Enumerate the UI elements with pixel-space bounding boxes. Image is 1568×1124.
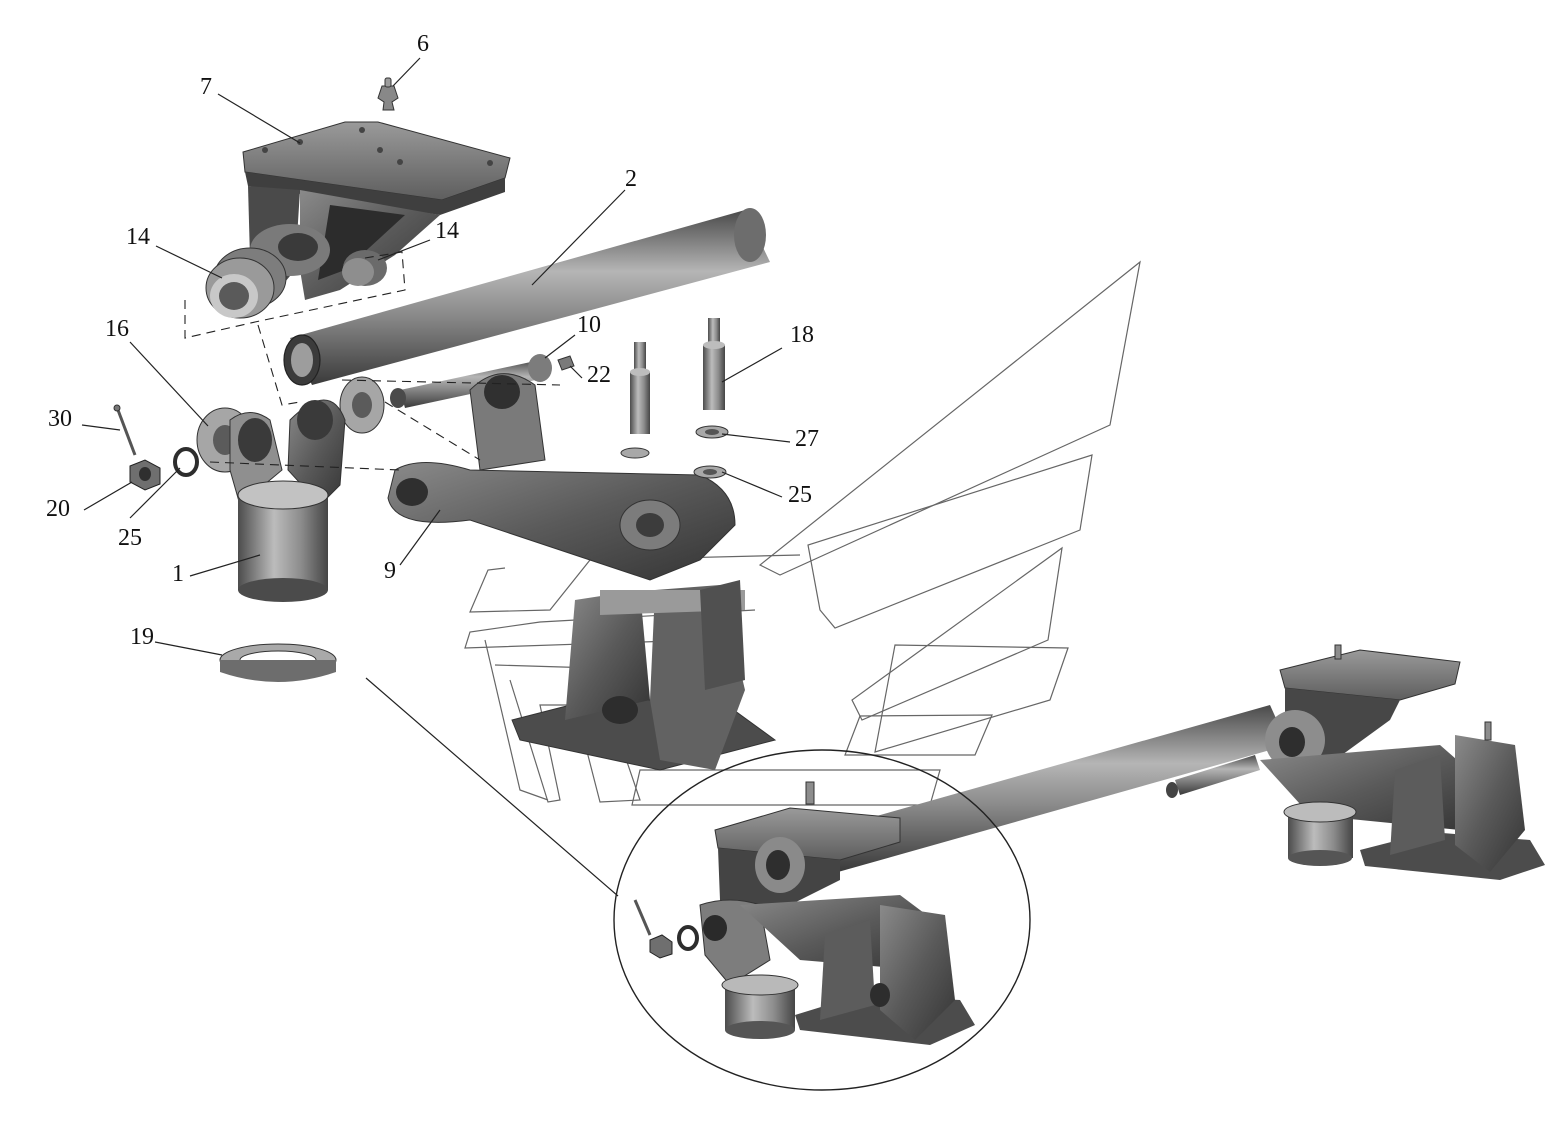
label-part-6: 6 — [417, 31, 429, 57]
label-part-1: 1 — [172, 561, 184, 587]
label-part-22: 22 — [587, 362, 611, 388]
base-support — [511, 580, 777, 771]
castle-nut-part-20 — [129, 459, 161, 491]
cotter-pin-part-30 — [113, 404, 137, 456]
bushing-part-14-right — [342, 250, 387, 286]
label-part-16: 16 — [105, 316, 129, 342]
washer-part-16-second — [339, 376, 385, 434]
link-arm-part-9 — [387, 373, 736, 581]
grease-fitting-part-6 — [377, 77, 399, 111]
arm-part-10 — [390, 354, 552, 408]
tube-part-2 — [283, 208, 770, 386]
assembled-view — [633, 644, 1545, 1045]
label-part-9: 9 — [384, 558, 396, 584]
label-part-20: 20 — [46, 496, 70, 522]
bracket-plate-part-7 — [242, 121, 511, 300]
stud-part-18-left — [630, 342, 650, 434]
knuckle-part-1 — [229, 399, 346, 602]
label-part-10: 10 — [577, 312, 601, 338]
label-part-18: 18 — [790, 322, 814, 348]
label-part-27: 27 — [795, 426, 819, 452]
cotter-pin-assembled — [633, 899, 652, 936]
stud-part-18-right — [703, 318, 725, 410]
label-part-2: 2 — [625, 166, 637, 192]
label-part-25-left: 25 — [118, 525, 142, 551]
detail-circle — [613, 749, 1031, 1091]
label-part-30: 30 — [48, 406, 72, 432]
label-part-7: 7 — [200, 74, 212, 100]
detail-pointer-line — [365, 677, 619, 897]
label-part-19: 19 — [130, 624, 154, 650]
spring-washer-part-25 — [173, 447, 199, 477]
callout-labels: 6 7 2 14 14 10 18 16 22 30 27 20 25 25 1… — [46, 31, 819, 650]
ring-part-19 — [219, 643, 337, 682]
washer-part-25-right — [620, 447, 727, 479]
label-part-14-right: 14 — [435, 218, 459, 244]
label-part-25-right: 25 — [788, 482, 812, 508]
bushing-part-14-left — [205, 247, 287, 319]
alignment-dashed-lines — [209, 324, 561, 471]
washer-part-27 — [695, 425, 729, 439]
leader-lines — [81, 57, 791, 656]
label-part-14-left: 14 — [126, 224, 150, 250]
